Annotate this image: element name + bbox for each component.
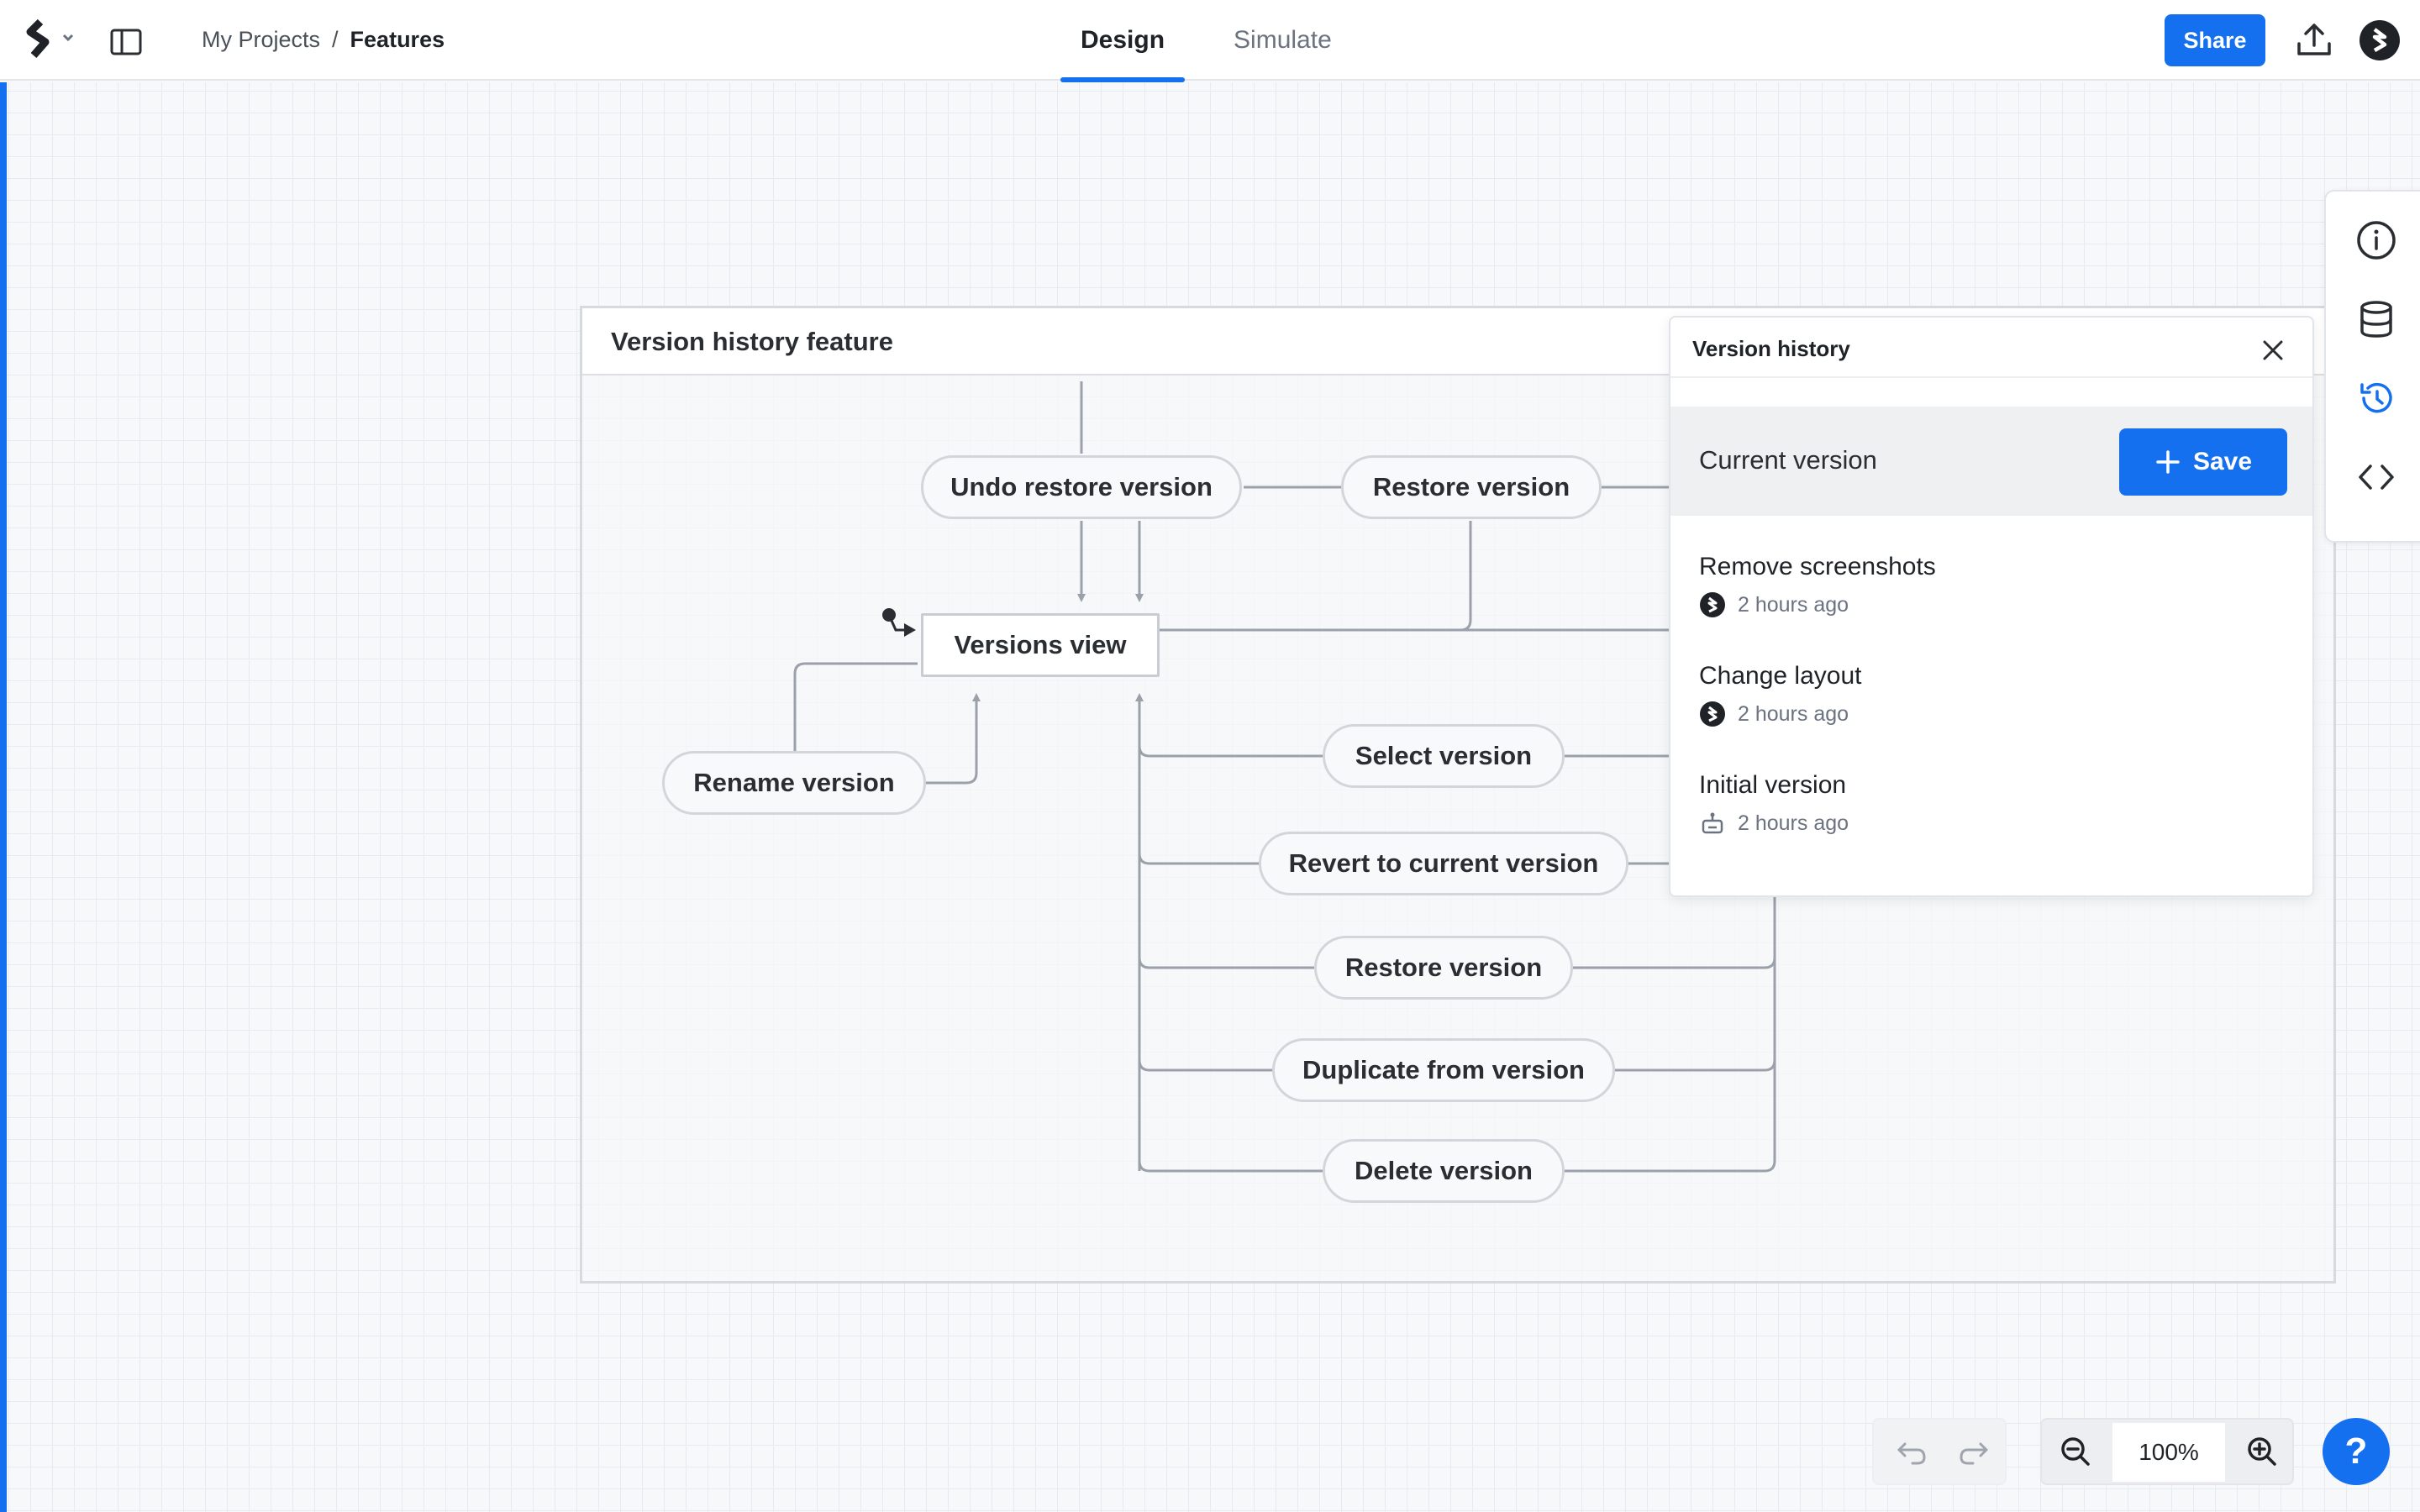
right-toolbar xyxy=(2324,190,2420,543)
breadcrumb-separator: / xyxy=(332,27,339,52)
version-item[interactable]: Initial version 2 hours ago xyxy=(1699,771,1849,837)
node-versions-view[interactable]: Versions view xyxy=(921,613,1160,677)
version-item-time: 2 hours ago xyxy=(1738,811,1849,835)
zoom-level[interactable]: 100% xyxy=(2112,1423,2225,1482)
node-restore-version-top[interactable]: Restore version xyxy=(1341,455,1602,519)
version-item-title: Remove screenshots xyxy=(1699,553,1936,580)
node-select-version[interactable]: Select version xyxy=(1323,724,1565,788)
version-item-title: Initial version xyxy=(1699,771,1847,799)
breadcrumb-features[interactable]: Features xyxy=(350,27,445,52)
node-delete-version[interactable]: Delete version xyxy=(1323,1139,1565,1203)
code-icon[interactable] xyxy=(2353,454,2400,501)
user-logo-icon xyxy=(1700,592,1725,617)
app-logo-icon[interactable] xyxy=(22,18,81,60)
user-avatar[interactable] xyxy=(2358,18,2402,62)
current-version-row[interactable]: Current version Save xyxy=(1670,407,2312,516)
close-icon[interactable] xyxy=(2259,336,2287,365)
plus-icon xyxy=(2156,450,2180,474)
save-label: Save xyxy=(2192,448,2253,475)
frame-title[interactable]: Version history feature xyxy=(611,327,893,356)
version-item[interactable]: Remove screenshots 2 hours ago xyxy=(1699,553,1936,618)
version-item-title: Change layout xyxy=(1699,662,1862,690)
node-rename-version[interactable]: Rename version xyxy=(662,751,926,815)
user-logo-icon xyxy=(1700,701,1725,727)
undo-redo-group xyxy=(1872,1418,2007,1485)
node-undo-restore-version[interactable]: Undo restore version xyxy=(921,455,1242,519)
upload-icon[interactable] xyxy=(2294,20,2334,60)
undo-icon[interactable] xyxy=(1892,1435,1929,1472)
zoom-out-icon[interactable] xyxy=(2042,1420,2109,1483)
current-version-label: Current version xyxy=(1699,445,1877,475)
robot-icon xyxy=(1702,812,1723,834)
zoom-controls: 100% xyxy=(2040,1418,2294,1485)
share-button[interactable]: Share xyxy=(2165,14,2265,66)
redo-icon[interactable] xyxy=(1956,1435,1993,1472)
info-icon[interactable] xyxy=(2353,217,2400,264)
help-button[interactable]: ? xyxy=(2323,1418,2390,1485)
sidebar-toggle-icon[interactable] xyxy=(109,25,143,59)
save-version-button[interactable]: Save xyxy=(2119,428,2287,496)
breadcrumb: My Projects / Features xyxy=(202,27,445,53)
tab-design[interactable]: Design xyxy=(1060,0,1186,82)
history-icon[interactable] xyxy=(2353,375,2400,422)
version-item-time: 2 hours ago xyxy=(1738,592,1849,617)
node-restore-version[interactable]: Restore version xyxy=(1314,936,1573,1000)
top-bar: My Projects / Features Design Simulate S… xyxy=(0,0,2420,82)
version-history-header: Version history xyxy=(1670,318,2312,378)
node-duplicate-from-version[interactable]: Duplicate from version xyxy=(1272,1038,1615,1102)
version-history-panel: Version history Current version Save Rem… xyxy=(1669,316,2314,897)
zoom-in-icon[interactable] xyxy=(2228,1420,2296,1483)
version-item[interactable]: Change layout 2 hours ago xyxy=(1699,662,1861,727)
mode-tabs: Design Simulate xyxy=(1060,0,1381,82)
tab-simulate[interactable]: Simulate xyxy=(1234,26,1332,54)
version-item-time: 2 hours ago xyxy=(1738,701,1849,726)
database-icon[interactable] xyxy=(2353,296,2400,343)
version-history-title: Version history xyxy=(1692,336,1850,361)
node-revert-to-current-version[interactable]: Revert to current version xyxy=(1259,832,1628,895)
canvas-left-accent xyxy=(0,82,7,1512)
breadcrumb-my-projects[interactable]: My Projects xyxy=(202,27,321,52)
